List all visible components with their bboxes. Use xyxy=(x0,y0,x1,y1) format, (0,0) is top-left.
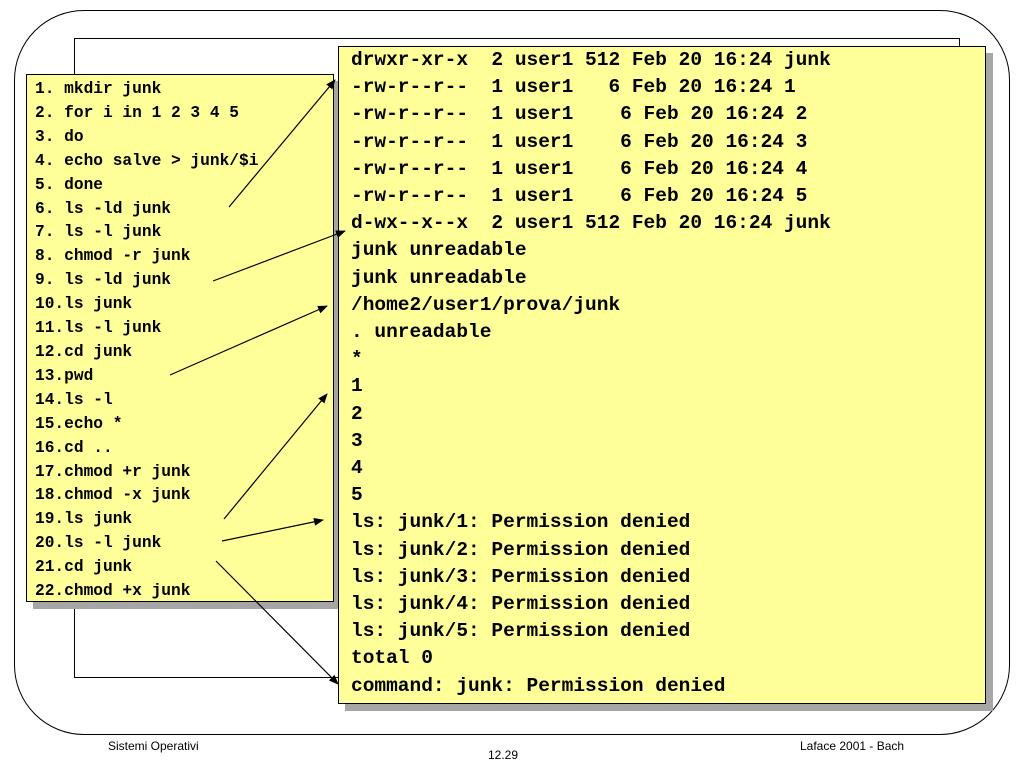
footer-slide-number: 12.29 xyxy=(488,748,519,762)
output-panel: drwxr-xr-x 2 user1 512 Feb 20 16:24 junk… xyxy=(338,46,986,704)
output-line: d-wx--x--x 2 user1 512 Feb 20 16:24 junk xyxy=(351,212,831,235)
output-line: junk unreadable xyxy=(351,266,527,289)
output-line: -rw-r--r-- 1 user1 6 Feb 20 16:24 2 xyxy=(351,103,808,126)
output-line: 2 xyxy=(351,402,363,425)
arrow-ls-l-to-denied xyxy=(221,517,324,542)
output-line: -rw-r--r-- 1 user1 6 Feb 20 16:24 1 xyxy=(351,76,796,99)
output-line: total 0 xyxy=(351,647,433,670)
arrow-ls-ld-to-listing xyxy=(228,79,336,208)
output-line: -rw-r--r-- 1 user1 6 Feb 20 16:24 3 xyxy=(351,130,808,153)
command-line: 21.cd junk xyxy=(35,558,133,577)
output-line: 4 xyxy=(351,457,363,480)
command-line: 11.ls -l junk xyxy=(35,319,162,338)
footer-author: Laface 2001 - Bach xyxy=(800,739,905,753)
output-line: 3 xyxy=(351,429,363,452)
arrow-cd-to-command-denied xyxy=(215,560,339,685)
output-line: 5 xyxy=(351,484,363,507)
output-line: -rw-r--r-- 1 user1 6 Feb 20 16:24 5 xyxy=(351,185,808,208)
command-line: 6. ls -ld junk xyxy=(35,199,171,218)
output-line: ls: junk/1: Permission denied xyxy=(351,511,691,534)
output-line: command: junk: Permission denied xyxy=(351,674,726,697)
output-line: ls: junk/4: Permission denied xyxy=(351,593,691,616)
command-line: 9. ls -ld junk xyxy=(35,271,171,290)
command-line: 20.ls -l junk xyxy=(35,534,162,553)
command-line: 17.chmod +r junk xyxy=(35,462,191,481)
command-line: 16.cd .. xyxy=(35,438,113,457)
arrow-pwd-to-path xyxy=(169,305,328,376)
command-line: 1. mkdir junk xyxy=(35,80,162,98)
command-line: 8. chmod -r junk xyxy=(35,247,191,266)
output-line: -rw-r--r-- 1 user1 6 Feb 20 16:24 4 xyxy=(351,157,808,180)
command-line: 3. do xyxy=(35,127,84,146)
command-line: 12.cd junk xyxy=(35,342,133,361)
slide-frame xyxy=(14,10,1010,735)
output-line: 1 xyxy=(351,375,363,398)
output-line: /home2/user1/prova/junk xyxy=(351,293,621,316)
output-line: ls: junk/3: Permission denied xyxy=(351,565,691,588)
command-line: 5. done xyxy=(35,175,103,194)
output-line: * xyxy=(351,348,363,371)
command-line: 4. echo salve > junk/$i xyxy=(35,151,259,170)
output-line: drwxr-xr-x 2 user1 512 Feb 20 16:24 junk xyxy=(351,49,831,71)
command-line: 14.ls -l xyxy=(35,390,113,409)
output-line: ls: junk/2: Permission denied xyxy=(351,538,691,561)
output-line: junk unreadable xyxy=(351,239,527,262)
arrow-ls-ld-to-dwx-line xyxy=(212,230,346,282)
command-line: 7. ls -l junk xyxy=(35,223,162,242)
command-line: 13.pwd xyxy=(35,366,94,385)
command-line: 19.ls junk xyxy=(35,510,133,529)
command-line: 18.chmod -x junk xyxy=(35,486,191,505)
footer-course-name: Sistemi Operativi xyxy=(108,739,199,753)
command-list-panel: 1. mkdir junk 2. for i in 1 2 3 4 5 3. d… xyxy=(26,74,334,602)
output-line: ls: junk/5: Permission denied xyxy=(351,620,691,643)
command-line: 10.ls junk xyxy=(35,295,133,314)
output-line: . unreadable xyxy=(351,321,492,344)
command-line: 2. for i in 1 2 3 4 5 xyxy=(35,103,239,122)
command-line: 15.echo * xyxy=(35,414,123,433)
command-line: 22.chmod +x junk xyxy=(35,582,191,601)
arrow-ls-to-numbers xyxy=(223,393,328,520)
